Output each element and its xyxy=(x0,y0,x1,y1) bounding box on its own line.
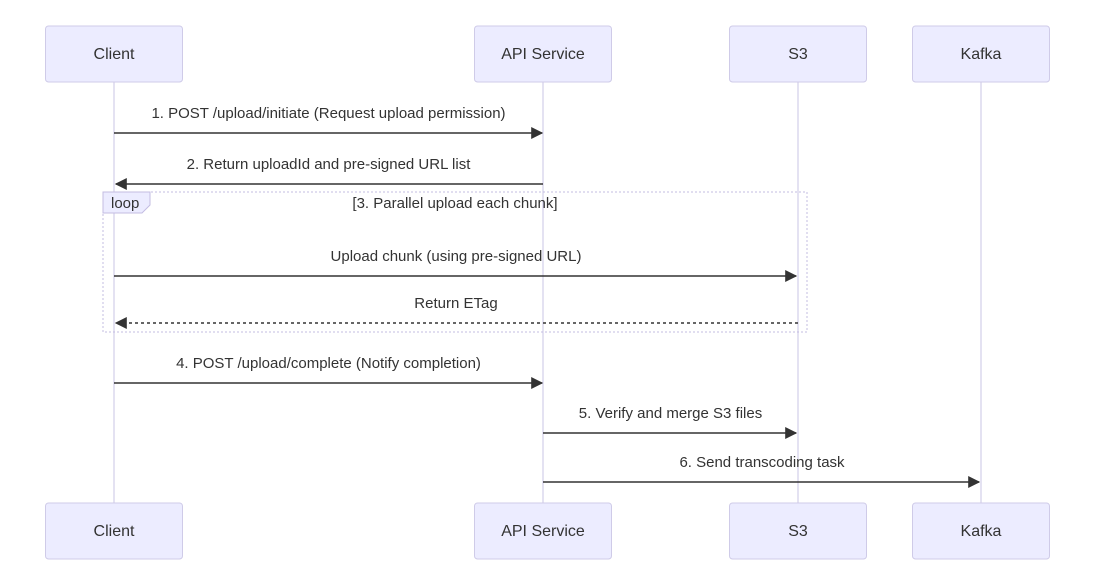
message-5: 4. POST /upload/complete (Notify complet… xyxy=(114,355,544,389)
message-3-label: Upload chunk (using pre-signed URL) xyxy=(331,248,582,265)
participant-kafka-top: Kafka xyxy=(912,25,1050,83)
participant-client-bottom-label: Client xyxy=(94,523,135,540)
message-2: 2. Return uploadId and pre-signed URL li… xyxy=(114,156,543,190)
message-4: Return ETag xyxy=(114,295,798,329)
participant-client-top: Client xyxy=(45,25,183,83)
participant-s3-bottom-box xyxy=(729,502,867,560)
message-5-label: 4. POST /upload/complete (Notify complet… xyxy=(176,355,481,372)
message-3: Upload chunk (using pre-signed URL) xyxy=(114,248,798,282)
participant-api-service-top: API Service xyxy=(474,25,612,83)
loop-frame: loop [3. Parallel upload each chunk] xyxy=(102,191,808,333)
message-7: 6. Send transcoding task xyxy=(543,454,981,488)
message-6-label: 5. Verify and merge S3 files xyxy=(579,405,762,422)
participant-client-bottom: Client xyxy=(45,502,183,560)
participant-s3-top-box xyxy=(729,25,867,83)
participant-client-bottom-box xyxy=(45,502,183,560)
participant-api-service-bottom-label: API Service xyxy=(501,523,585,540)
participant-client-top-box xyxy=(45,25,183,83)
message-6: 5. Verify and merge S3 files xyxy=(543,405,798,439)
message-1: 1. POST /upload/initiate (Request upload… xyxy=(114,105,544,139)
participant-kafka-top-label: Kafka xyxy=(961,46,1002,63)
loop-label-box xyxy=(102,191,151,214)
participant-kafka-bottom-box xyxy=(912,502,1050,560)
message-7-label: 6. Send transcoding task xyxy=(679,454,845,471)
participant-kafka-bottom: Kafka xyxy=(912,502,1050,560)
participant-client-top-label: Client xyxy=(94,46,135,63)
message-4-label: Return ETag xyxy=(414,295,497,312)
message-1-label: 1. POST /upload/initiate (Request upload… xyxy=(151,105,505,122)
participant-api-service-bottom: API Service xyxy=(474,502,612,560)
participant-api-service-top-label: API Service xyxy=(501,46,585,63)
loop-title: [3. Parallel upload each chunk] xyxy=(352,195,557,212)
participant-s3-top-label: S3 xyxy=(788,46,808,63)
participant-s3-top: S3 xyxy=(729,25,867,83)
participant-api-service-bottom-box xyxy=(474,502,612,560)
loop-box xyxy=(102,191,808,333)
participant-s3-bottom: S3 xyxy=(729,502,867,560)
message-2-label: 2. Return uploadId and pre-signed URL li… xyxy=(187,156,472,173)
loop-keyword-label: loop xyxy=(111,195,139,212)
participant-kafka-bottom-label: Kafka xyxy=(961,523,1002,540)
participant-kafka-top-box xyxy=(912,25,1050,83)
participant-s3-bottom-label: S3 xyxy=(788,523,808,540)
participant-api-service-top-box xyxy=(474,25,612,83)
